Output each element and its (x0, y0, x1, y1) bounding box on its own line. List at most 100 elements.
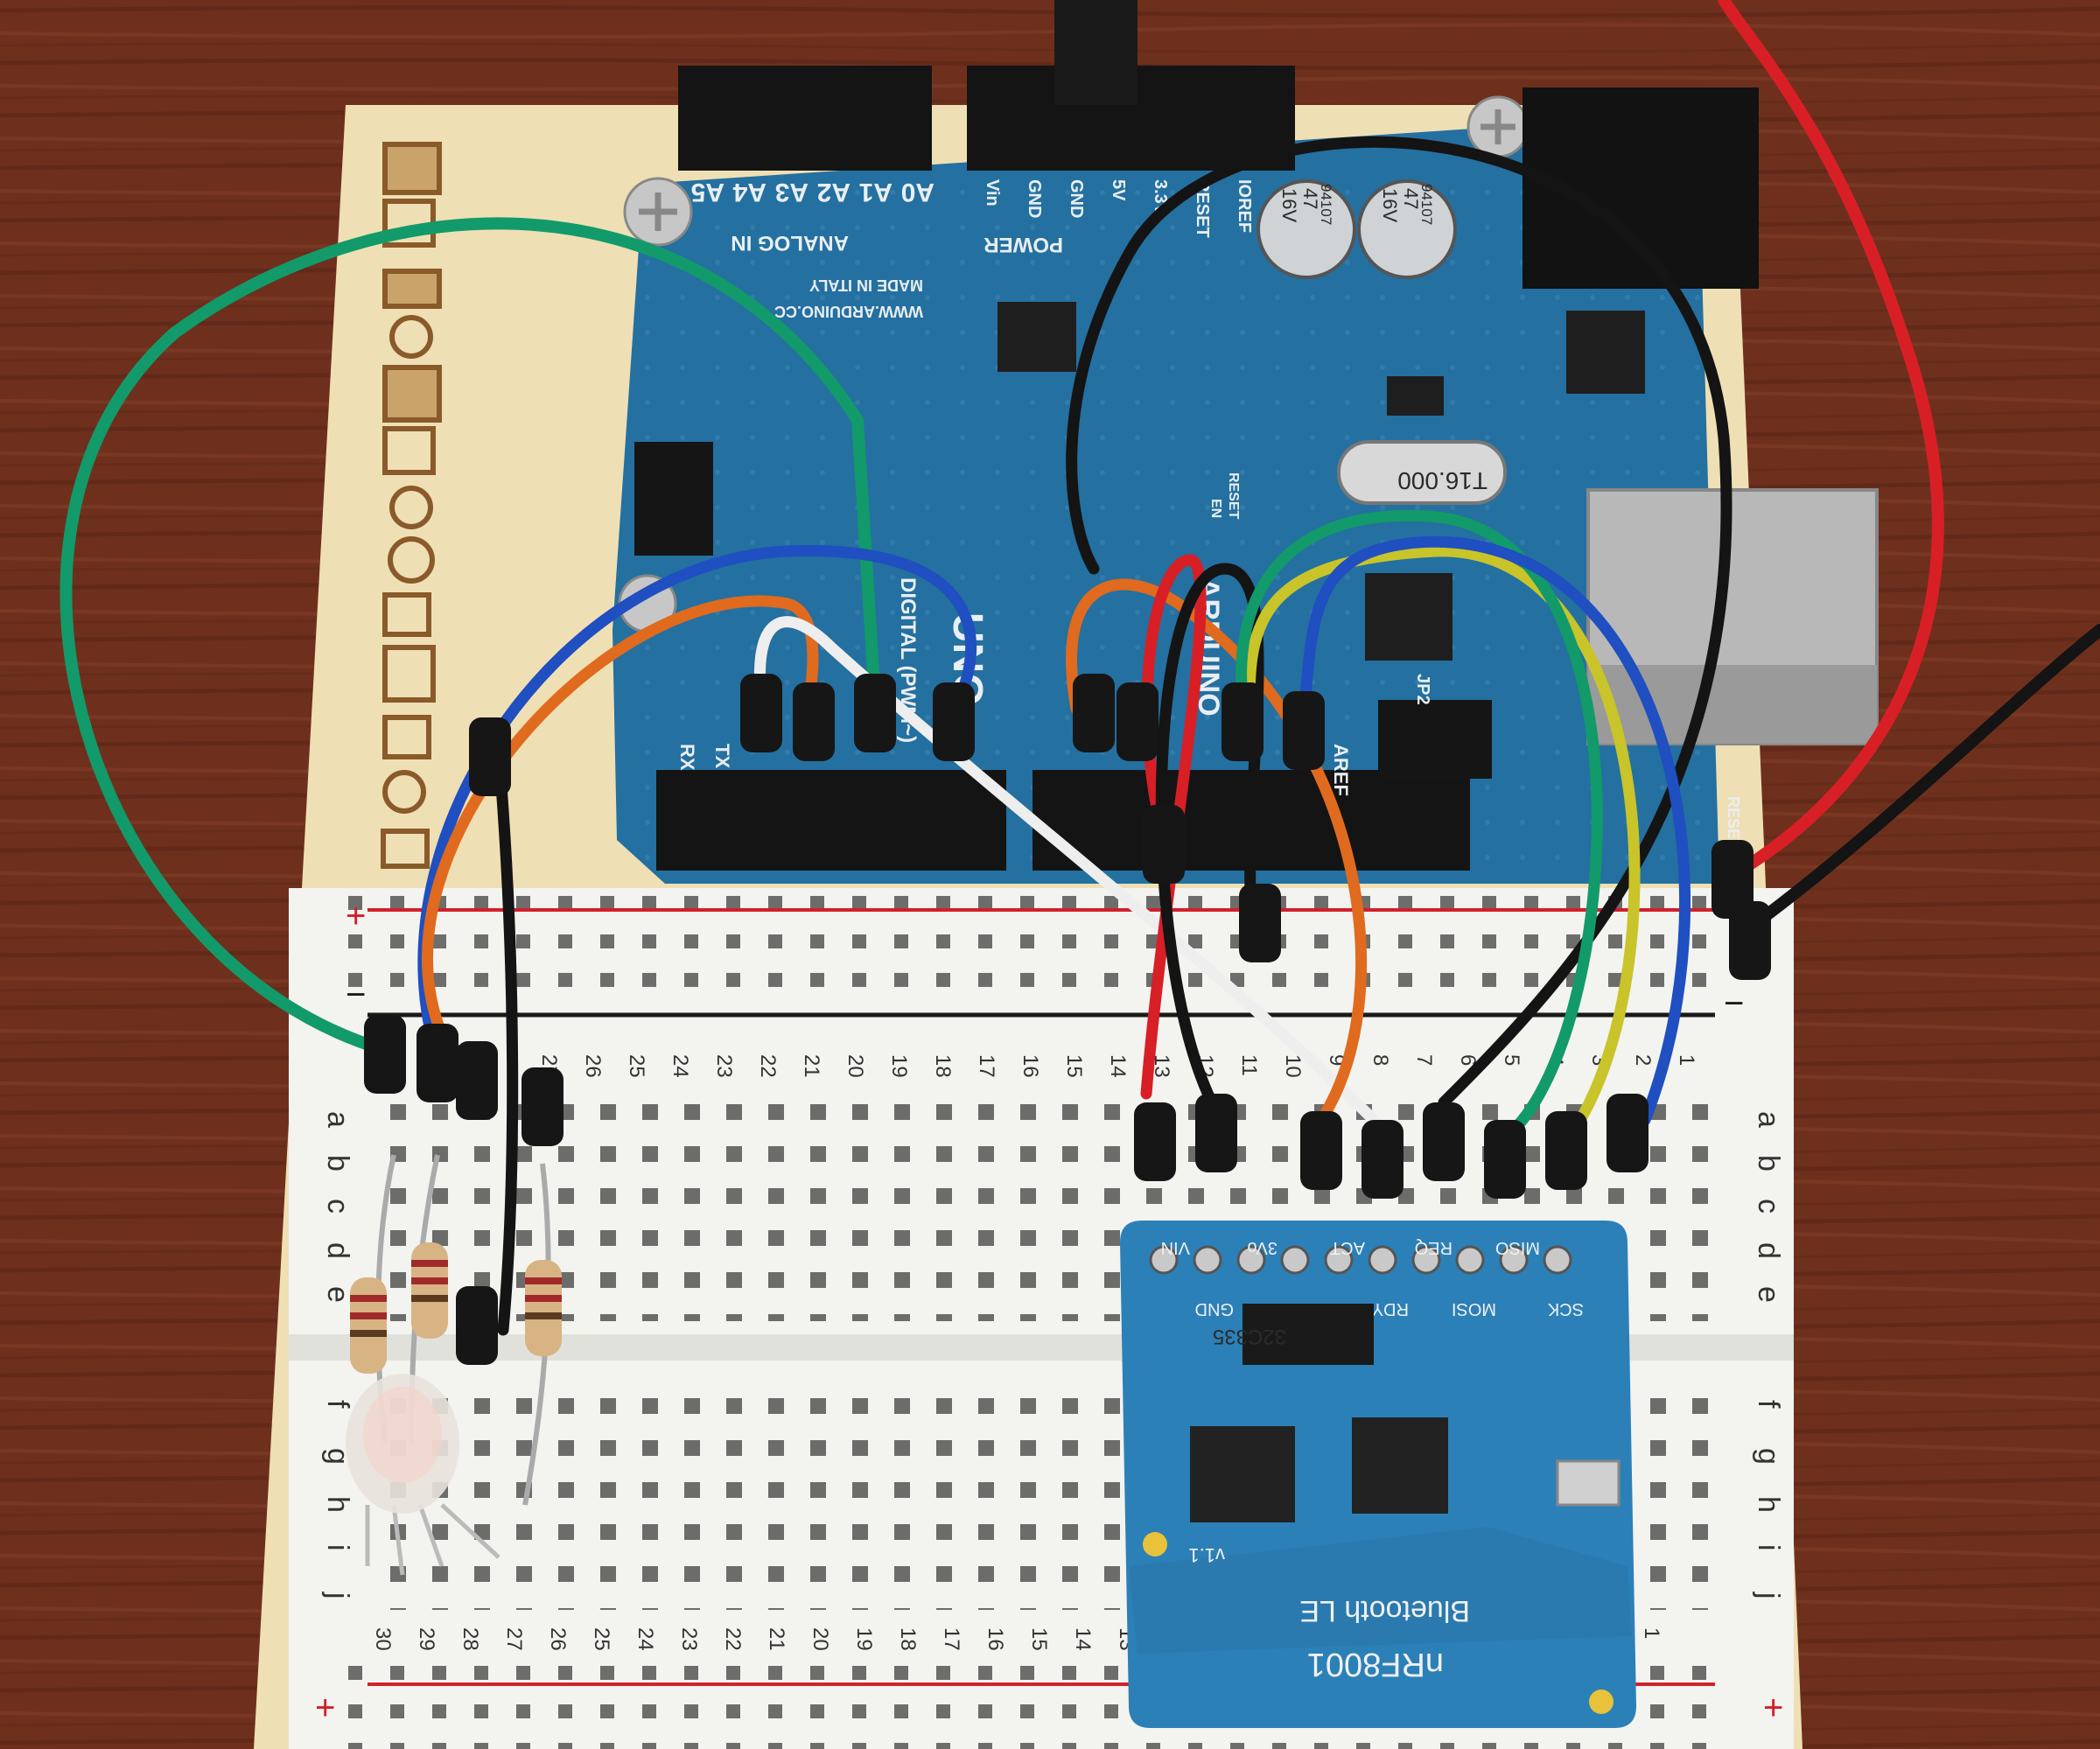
module-pin (1193, 1245, 1222, 1275)
pin-label-a4: A4 (732, 178, 766, 206)
pin-label-a2: A2 (817, 178, 850, 206)
wire-connectors (364, 674, 1771, 1365)
wire-connector (1195, 1094, 1237, 1172)
row-letter-d: d (321, 1242, 354, 1259)
cap-label-6: 16V (1379, 188, 1401, 222)
capacitor (1256, 179, 1356, 279)
rail-minus-top-right: − (1724, 984, 1744, 1023)
pin-label-a0: A0 (901, 178, 934, 206)
column-number: 15 (1027, 1627, 1051, 1651)
jp2-label: JP2 (1413, 674, 1432, 705)
rx-label: RX (676, 744, 698, 771)
row-letter-b: b (1752, 1155, 1785, 1172)
row-letter-h: h (321, 1496, 354, 1513)
resistor (411, 1242, 448, 1339)
wire-connector (1222, 682, 1264, 761)
module-pin-row: VIN3VoACTREQMISOGNDRSTRDYMOSISCK (1149, 1238, 1584, 1319)
pin-label-5v: 5V (1109, 179, 1128, 201)
module-pin (1499, 1245, 1529, 1275)
cap-label-2: 47 (1299, 188, 1321, 209)
module-name-line1: Bluetooth LE (1299, 1594, 1470, 1627)
column-number: 17 (940, 1627, 963, 1651)
wire-connector (364, 1015, 406, 1094)
module-pin (1411, 1245, 1441, 1275)
aref-label: AREF (1330, 744, 1352, 796)
wire-connector (933, 682, 975, 761)
module-pin-label-rdy: RDY (1372, 1299, 1409, 1319)
pin-label-a5: A5 (691, 178, 724, 206)
wire-connector (416, 1024, 458, 1102)
module-pin-label-sck: SCK (1547, 1299, 1584, 1319)
wire-blue-right (1298, 535, 1691, 1126)
row-letter-a: a (321, 1111, 354, 1128)
top-power-rail (324, 892, 1724, 1011)
column-number: 20 (808, 1627, 832, 1651)
pin-label-a1: A1 (859, 178, 892, 206)
column-number: 8 (1368, 1054, 1392, 1066)
column-number: 7 (1412, 1054, 1436, 1066)
column-number: 25 (590, 1627, 613, 1651)
column-number: 23 (712, 1054, 736, 1078)
module-pin (1543, 1245, 1572, 1275)
column-number: 19 (887, 1054, 911, 1078)
wire-green-left (60, 217, 881, 1056)
wire-connector (854, 674, 896, 752)
crystal-label: T16.000 (1397, 467, 1488, 494)
column-number: 14 (1071, 1627, 1095, 1651)
cap-label-5: 47 (1400, 188, 1422, 209)
module-pin-label-gnd: GND (1195, 1299, 1234, 1319)
module-pin (1368, 1245, 1397, 1275)
row-letter-c: c (1752, 1199, 1785, 1214)
column-number: 26 (581, 1054, 605, 1078)
row-letter-b: b (321, 1155, 354, 1172)
module-chip-label: 32C335 (1213, 1325, 1286, 1348)
column-number: 22 (756, 1054, 780, 1078)
pin-label-ioref: IOREF (1235, 179, 1254, 233)
module-pin-label-mosi: MOSI (1452, 1299, 1496, 1319)
wire-connector (1362, 1120, 1404, 1199)
en-label: EN (1208, 499, 1223, 518)
column-number: 23 (677, 1627, 701, 1651)
wire-red-power (1718, 0, 1944, 881)
wire-connector (1134, 1102, 1176, 1181)
icsp-header (634, 442, 713, 556)
wire-connector (1283, 691, 1325, 770)
column-number: 25 (625, 1054, 648, 1078)
column-number: 16 (984, 1627, 1007, 1651)
wire-connector (1239, 884, 1281, 962)
pin-label-gnd1: GND (1025, 179, 1044, 218)
nrf8001-module: VIN3VoACTREQMISOGNDRSTRDYMOSISCK 32C335 … (1120, 1221, 1636, 1728)
capacitor (1357, 179, 1457, 279)
column-number: 28 (458, 1627, 482, 1651)
resistor (350, 1277, 387, 1374)
level-shifter-chip (1190, 1426, 1295, 1522)
pin-label-vin: Vin (983, 179, 1002, 206)
module-pin-label-vin: VIN (1161, 1238, 1190, 1257)
column-number: 29 (415, 1627, 438, 1651)
analog-in-label: ANALOG IN (731, 231, 849, 255)
module-pin-label-miso: MISO (1495, 1238, 1540, 1257)
row-letter-h: h (1752, 1496, 1785, 1513)
column-number: 15 (1062, 1054, 1086, 1078)
column-number: 18 (896, 1627, 920, 1651)
wire-connector (1423, 1102, 1465, 1181)
wire-connector (1300, 1111, 1342, 1190)
wire-black-power (1744, 624, 2100, 934)
wire-connector (469, 717, 511, 796)
cap-label-4: 94107 (1418, 184, 1435, 225)
digital-header-left (656, 770, 1006, 871)
regulator-chip (1242, 1304, 1374, 1365)
cap-label-3: 16V (1278, 188, 1300, 222)
wire-blue-left (417, 545, 977, 1065)
wire-connector (1729, 901, 1771, 980)
analog-header (678, 66, 932, 171)
rail-plus-top: + (346, 897, 366, 935)
row-letter-e: e (1752, 1286, 1785, 1303)
column-number: 14 (1106, 1054, 1130, 1078)
module-pin (1280, 1245, 1310, 1275)
module-name-line2: nRF8001 (1307, 1646, 1444, 1683)
resistor (525, 1260, 562, 1356)
column-number: 21 (800, 1054, 823, 1078)
wire-connector (1116, 682, 1158, 761)
